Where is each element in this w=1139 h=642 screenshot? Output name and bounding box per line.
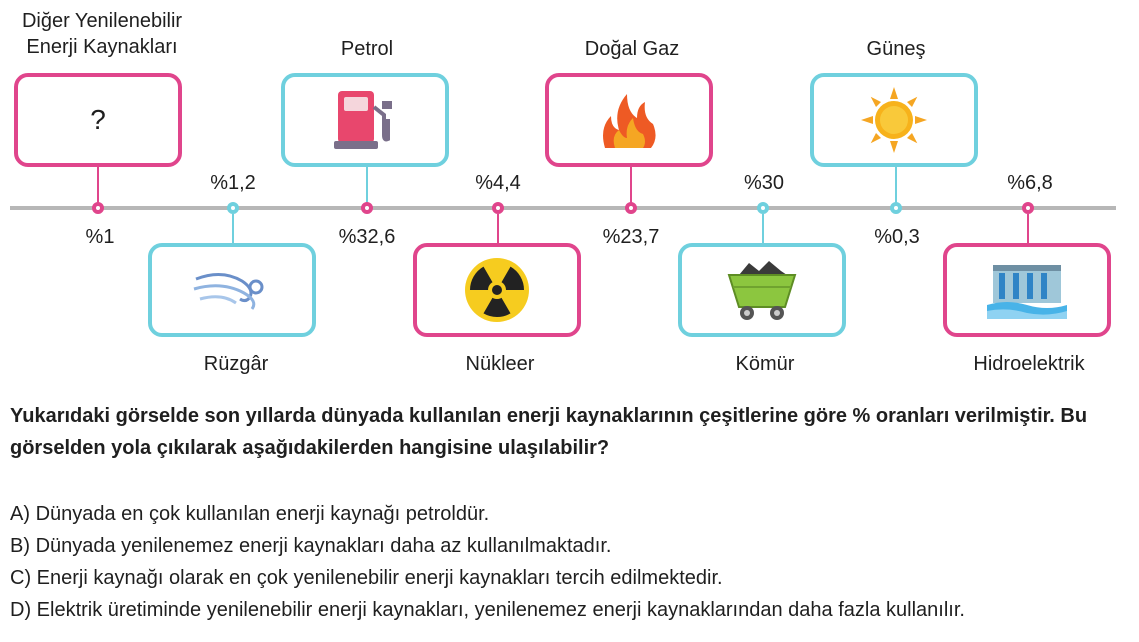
timeline-dot <box>492 202 504 214</box>
timeline-dot <box>757 202 769 214</box>
flame-icon <box>603 94 656 148</box>
percent-natural-gas: %23,7 <box>602 226 660 248</box>
source-label-nuclear: Nükleer <box>465 353 535 375</box>
connector-stem <box>97 167 99 203</box>
source-card-hydro <box>943 243 1111 337</box>
source-card-solar <box>810 73 978 167</box>
option-letter: A) <box>10 503 30 525</box>
source-label-line1: Diğer Yenilenebilir <box>21 10 183 32</box>
source-label-hydro: Hidroelektrik <box>973 353 1085 375</box>
connector-stem <box>1027 214 1029 244</box>
option-letter: D) <box>10 599 32 621</box>
coal-cart-icon <box>727 261 797 320</box>
source-label-line2: Enerji Kaynakları <box>26 36 178 58</box>
option-a[interactable]: A) Dünyada en çok kullanılan enerji kayn… <box>10 503 489 526</box>
option-text: Dünyada yenilenemez enerji kaynakları da… <box>35 535 612 557</box>
option-text: Elektrik üretiminde yenilenebilir enerji… <box>36 599 965 621</box>
option-d[interactable]: D) Elektrik üretiminde yenilenebilir ene… <box>10 599 965 622</box>
connector-stem <box>497 214 499 244</box>
percent-hydro: %6,8 <box>1007 172 1053 194</box>
source-card-coal <box>678 243 846 337</box>
percent-wind: %1,2 <box>210 172 256 194</box>
option-letter: C) <box>10 567 32 589</box>
timeline-dot <box>890 202 902 214</box>
timeline-dot <box>227 202 239 214</box>
source-label-coal: Kömür <box>735 353 795 375</box>
source-label-natural-gas: Doğal Gaz <box>584 38 680 60</box>
connector-stem <box>630 167 632 203</box>
sun-icon <box>861 87 927 153</box>
source-label-petrol: Petrol <box>340 38 394 60</box>
timeline-dot <box>625 202 637 214</box>
option-letter: B) <box>10 535 30 557</box>
connector-stem <box>895 167 897 203</box>
percent-solar: %0,3 <box>874 226 920 248</box>
option-b[interactable]: B) Dünyada yenilenemez enerji kaynakları… <box>10 535 611 558</box>
source-label-other-renewable: Diğer Yenilenebilir Enerji Kaynakları <box>22 8 182 60</box>
source-card-other-renewable: ? <box>14 73 182 167</box>
source-card-natural-gas <box>545 73 713 167</box>
source-label-wind: Rüzgâr <box>203 353 269 375</box>
percent-other-renewable: %1 <box>85 226 115 248</box>
timeline-dot <box>92 202 104 214</box>
source-card-petrol <box>281 73 449 167</box>
option-text: Dünyada en çok kullanılan enerji kaynağı… <box>35 503 490 525</box>
timeline-dot <box>361 202 373 214</box>
source-label-solar: Güneş <box>866 38 926 60</box>
source-card-nuclear <box>413 243 581 337</box>
percent-petrol: %32,6 <box>338 226 396 248</box>
option-text: Enerji kaynağı olarak en çok yenilenebil… <box>36 567 723 589</box>
question-mark-icon: ? <box>90 104 106 135</box>
connector-stem <box>232 214 234 244</box>
source-card-wind <box>148 243 316 337</box>
dam-icon <box>987 265 1067 319</box>
percent-nuclear: %4,4 <box>475 172 521 194</box>
fuel-pump-icon <box>334 91 392 149</box>
timeline-dot <box>1022 202 1034 214</box>
connector-stem <box>762 214 764 244</box>
radiation-icon <box>465 258 529 322</box>
question-text: Yukarıdaki görselde son yıllarda dünyada… <box>10 405 1088 459</box>
wind-icon <box>193 273 264 310</box>
option-c[interactable]: C) Enerji kaynağı olarak en çok yenilene… <box>10 567 723 590</box>
percent-coal: %30 <box>743 172 785 194</box>
timeline-line <box>10 206 1116 210</box>
connector-stem <box>366 167 368 203</box>
